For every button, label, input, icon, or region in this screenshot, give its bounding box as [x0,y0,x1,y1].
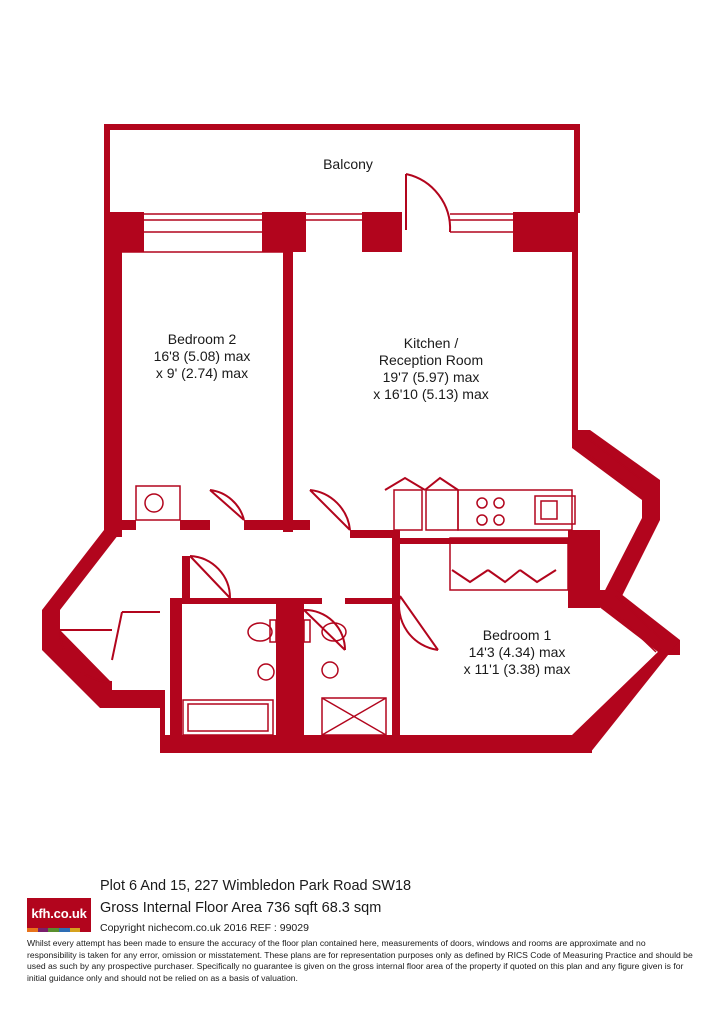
kfh-logo: kfh.co.uk [27,898,91,928]
room-dimension: x 9' (2.74) max [156,365,248,381]
fixtures [135,485,576,736]
right-walls [568,430,680,753]
logo-stripe [48,928,60,932]
disclaimer-text: Whilst every attempt has been made to en… [27,938,693,983]
room-dimension: 14'3 (4.34) max [469,644,566,660]
logo-stripe [59,928,70,932]
floor-plan: Balcony Bedroom 2 16'8 (5.08) max x 9' (… [42,124,680,753]
room-name: Bedroom 1 [483,627,552,643]
room-name: Reception Room [379,352,483,368]
room-dimension: x 16'10 (5.13) max [373,386,489,402]
room-name: Kitchen / [404,335,459,351]
logo-stripe [80,928,92,932]
exterior-walls [104,212,592,753]
floor-area: Gross Internal Floor Area 736 sqft 68.3 … [100,900,382,916]
property-address: Plot 6 And 15, 227 Wimbledon Park Road S… [100,878,412,894]
logo-stripes [27,928,92,932]
copyright-ref: Copyright nichecom.co.uk 2016 REF : 9902… [100,922,309,934]
logo-stripe [69,928,81,932]
room-label-bedroom-2: Bedroom 2 16'8 (5.08) max x 9' (2.74) ma… [154,331,251,381]
room-dimension: 19'7 (5.97) max [383,369,480,385]
interior-walls [122,252,572,753]
room-label-kitchen: Kitchen / Reception Room 19'7 (5.97) max… [373,335,489,402]
balcony-area [104,124,580,213]
room-label-bedroom-1: Bedroom 1 14'3 (4.34) max x 11'1 (3.38) … [464,627,571,677]
room-dimension: 16'8 (5.08) max [154,348,251,364]
room-dimension: x 11'1 (3.38) max [464,661,571,677]
room-name: Bedroom 2 [168,331,237,347]
windows [122,213,663,653]
logo-stripe [27,928,38,932]
room-label-balcony: Balcony [323,156,373,172]
room-name: Balcony [323,156,373,172]
logo-stripe [37,928,49,932]
doors [59,173,557,683]
